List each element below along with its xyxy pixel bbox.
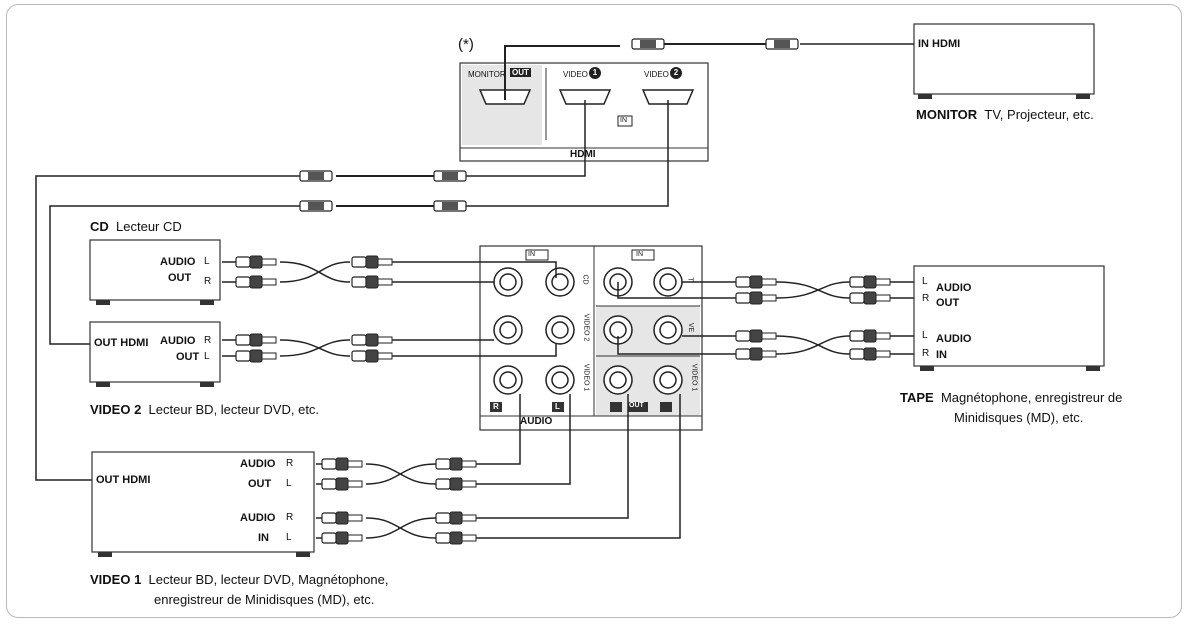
cd-caption: CD Lecteur CD (90, 219, 182, 234)
monitor-out-area (462, 65, 542, 145)
hdmi-video2-num: 2 (670, 67, 682, 79)
cd-out-label: OUT (168, 272, 192, 284)
video2-hdmi-label: OUT HDMI (94, 337, 149, 349)
cd-r-label: R (204, 276, 212, 287)
audio-r-badge: R (493, 402, 499, 411)
video2-device (89, 321, 221, 383)
video2-l-label: L (204, 351, 210, 362)
video1-desc-1: Lecteur BD, lecteur DVD, Magnétophone, (148, 572, 389, 587)
audio-l-badge: L (555, 402, 560, 411)
monitor-name: MONITOR (916, 107, 978, 122)
audio-in-badge-right: IN (636, 251, 643, 258)
video1-caption: VIDEO 1 Lecteur BD, lecteur DVD, Magnéto… (90, 572, 388, 587)
audio-in-badge-left: IN (528, 251, 535, 258)
tape-desc-1: Magnétophone, enregistreur de (940, 390, 1123, 405)
video1-audio-in-label: AUDIO (240, 512, 276, 524)
video1-out-l-label: L (286, 478, 292, 489)
audio-panel-label: AUDIO (520, 416, 553, 427)
audio-video1-out-jack-label: VIDEO 1 (690, 363, 698, 392)
cd-audio-label: AUDIO (160, 256, 196, 268)
video2-desc: Lecteur BD, lecteur DVD, etc. (148, 402, 320, 417)
video1-desc-2: enregistreur de Minidisques (MD), etc. (154, 592, 375, 607)
video2-r-label: R (204, 335, 212, 346)
cd-device (89, 239, 221, 301)
video1-audio-out-label: AUDIO (240, 458, 276, 470)
hdmi-in-badge: IN (620, 117, 627, 124)
hdmi-video1-num: 1 (589, 67, 601, 79)
video2-name: VIDEO 2 (90, 402, 142, 417)
tape-out-l-label: L (922, 276, 928, 287)
tape-device (913, 265, 1105, 367)
audio-out-badge: OUT (629, 402, 644, 409)
video1-name: VIDEO 1 (90, 572, 142, 587)
hdmi-video1-label: VIDEO (563, 70, 588, 79)
hdmi-video2-label: VIDEO (644, 70, 669, 79)
monitor-desc: TV, Projecteur, etc. (984, 107, 1094, 122)
cd-l-label: L (204, 256, 210, 267)
tape-audio-out-label: AUDIO (936, 282, 972, 294)
tape-in-r-label: R (922, 348, 930, 359)
video1-out-r-label: R (286, 458, 294, 469)
tape-desc-2: Minidisques (MD), etc. (954, 410, 1084, 425)
video2-out-label: OUT (176, 351, 200, 363)
audio-video1-jack-label: VIDEO 1 (582, 363, 590, 392)
video1-hdmi-label: OUT HDMI (96, 474, 151, 486)
hdmi-out-badge: OUT (510, 68, 531, 77)
monitor-port-label: IN HDMI (918, 38, 961, 50)
hdmi-panel-label: HDMI (570, 149, 596, 160)
tape-out-r-label: R (922, 293, 930, 304)
monitor-caption: MONITOR TV, Projecteur, etc. (916, 107, 1094, 122)
audio-tape-jack-top-label: T (686, 277, 694, 282)
tape-in-l-label: L (922, 330, 928, 341)
hdmi-video1-jack (558, 89, 612, 105)
tape-name: TAPE (900, 390, 934, 405)
hdmi-video2-jack (641, 89, 695, 105)
tape-out-label: OUT (936, 297, 960, 309)
tape-audio-in-label: AUDIO (936, 333, 972, 345)
hdmi-monitor-label: MONITOR (468, 70, 506, 79)
audio-video2-jack-label: VIDEO 2 (582, 313, 590, 342)
tape-caption: TAPE Magnétophone, enregistreur de (900, 390, 1122, 405)
monitor-device (913, 23, 1095, 95)
video1-in-l-label: L (286, 532, 292, 543)
video1-device (91, 451, 315, 553)
audio-tape-jack-mid-label: VE (687, 322, 695, 333)
cd-desc: Lecteur CD (116, 219, 182, 234)
cd-name: CD (90, 219, 109, 234)
video1-in-label: IN (258, 532, 269, 544)
audio-cd-jack-label: CD (581, 274, 589, 285)
star-note: (*) (458, 36, 474, 53)
video1-out-label: OUT (248, 478, 272, 490)
video2-caption: VIDEO 2 Lecteur BD, lecteur DVD, etc. (90, 402, 319, 417)
video1-in-r-label: R (286, 512, 294, 523)
video2-audio-label: AUDIO (160, 335, 196, 347)
tape-in-label: IN (936, 349, 947, 361)
